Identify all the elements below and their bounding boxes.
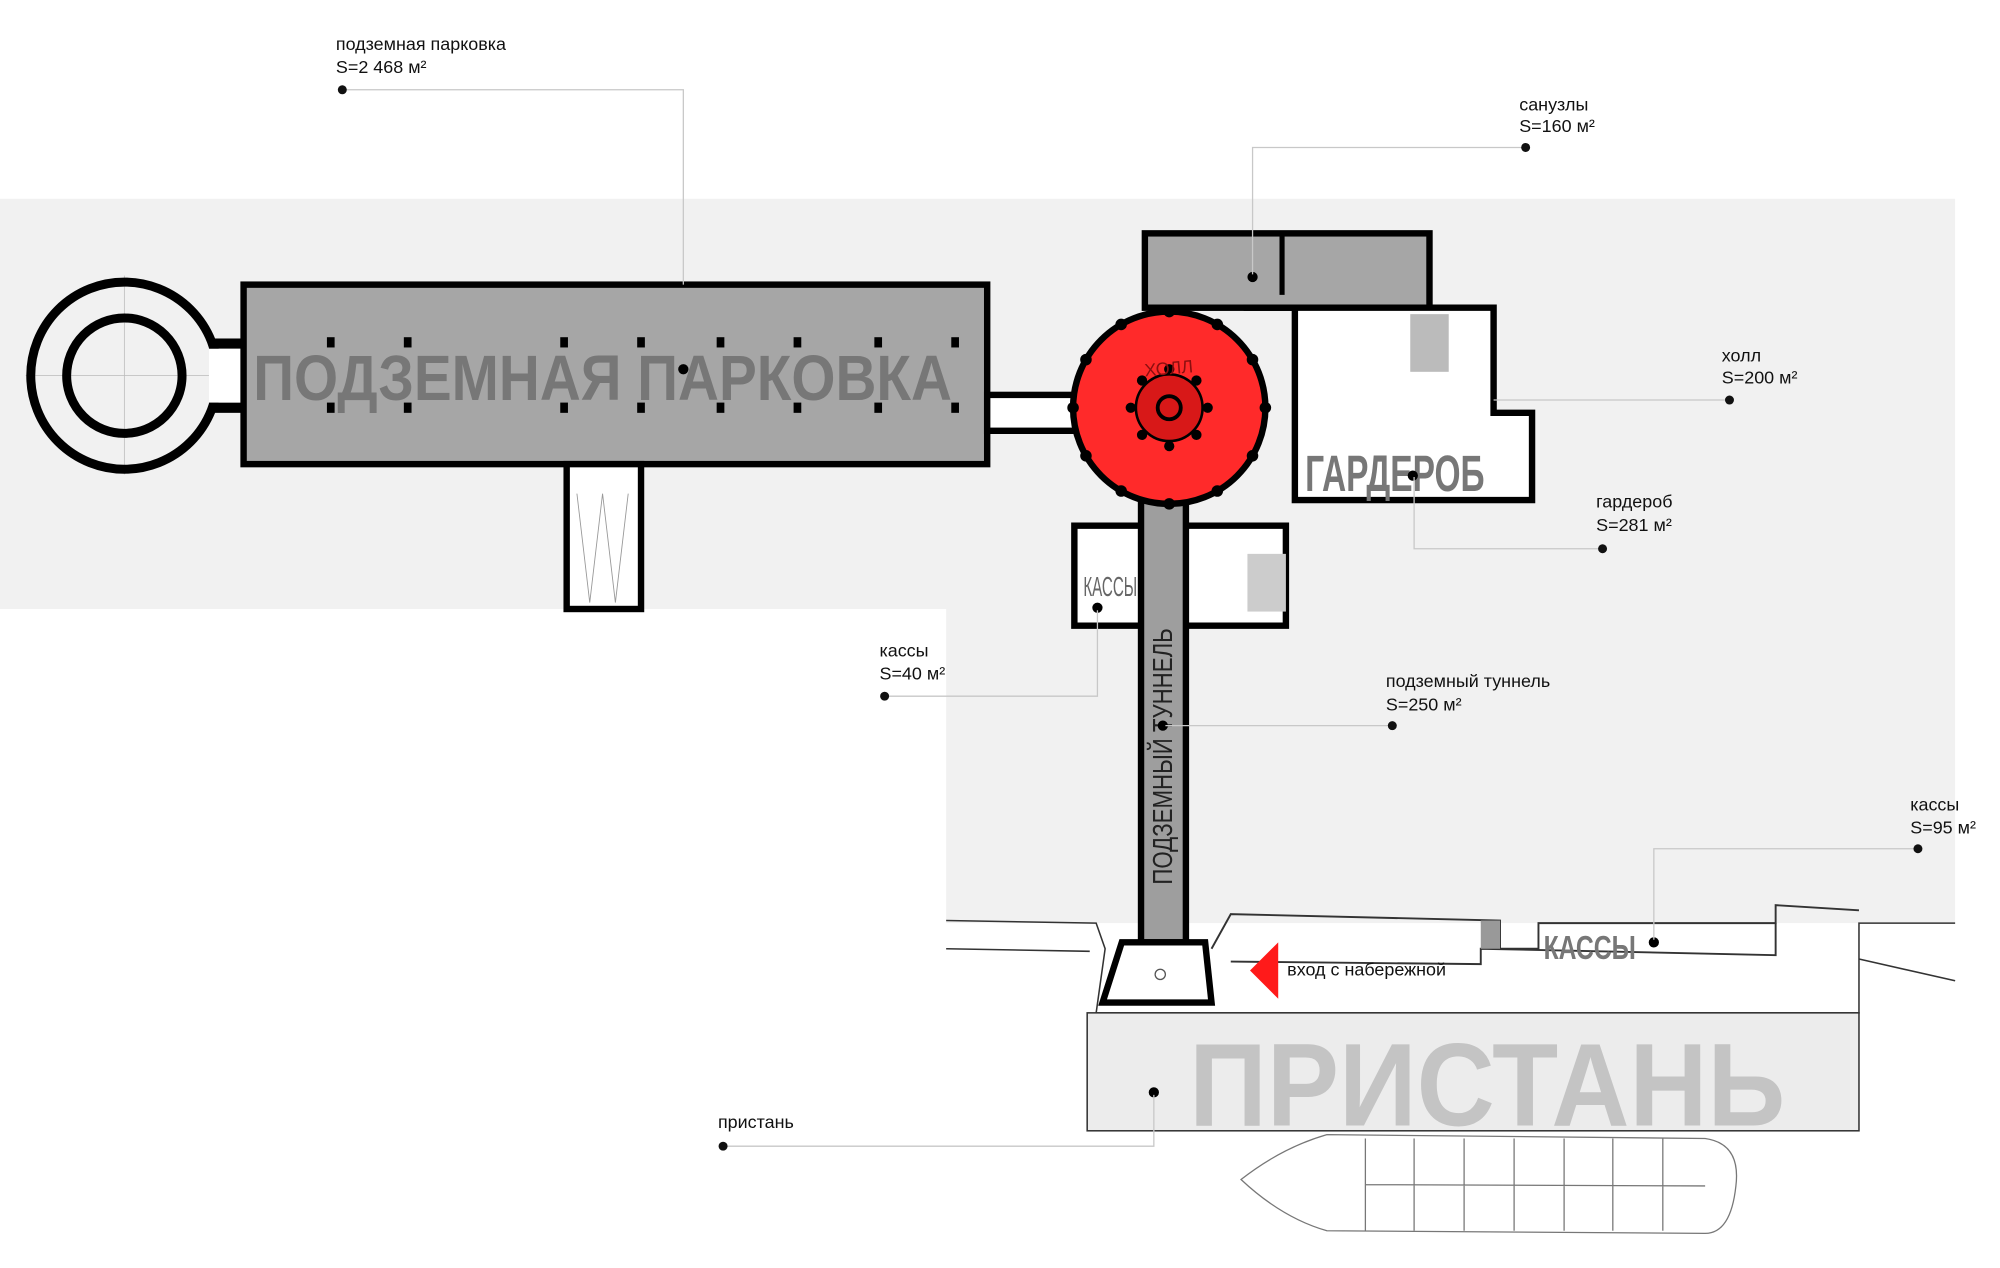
corridor <box>983 391 1081 434</box>
parking-column <box>951 402 959 413</box>
hall-wall-column <box>1211 318 1224 331</box>
background-band-lower <box>946 609 1956 924</box>
callout-wardrobe: гардероб S=281 м² <box>1413 476 1673 554</box>
callout-tunnel: подземный туннель S=250 м² <box>1165 671 1550 731</box>
callout-area: S=200 м² <box>1722 367 1798 387</box>
callout-name: кассы <box>879 640 928 660</box>
hall-column <box>1136 375 1148 386</box>
parking-column <box>793 402 802 413</box>
callout-name: гардероб <box>1596 492 1672 512</box>
hall-wall-column <box>1080 450 1092 462</box>
pier-map-label: ПРИСТАНЬ <box>1189 1019 1785 1151</box>
callout-area: S=2 468 м² <box>336 57 427 77</box>
parking-column <box>403 337 412 348</box>
hall-wall-column <box>1115 318 1127 331</box>
callout-parking: подземная парковка S=2 468 м² <box>336 34 684 285</box>
hall-rotunda: ХОЛЛ <box>1067 305 1272 510</box>
parking-column <box>637 402 645 413</box>
hall-column <box>1164 441 1175 452</box>
embankment: КАССЫ <box>946 904 1956 1014</box>
callout-name: подземный туннель <box>1386 671 1550 691</box>
parking-column <box>326 337 335 348</box>
hall-wall-column <box>1163 305 1175 318</box>
parking-column <box>560 337 568 348</box>
callout-area: S=160 м² <box>1519 116 1595 136</box>
entrance-label: вход с набережной <box>1287 960 1446 980</box>
wardrobe-block: ГАРДЕРОБ <box>1243 304 1536 504</box>
hall-column <box>1191 429 1202 441</box>
tunnel: ПОДЗЕМНЫЙ ТУННЕЛЬ <box>1137 490 1190 946</box>
entrance-marker: вход с набережной <box>1250 942 1446 999</box>
callout-name: холл <box>1722 346 1761 366</box>
hall-wall-column <box>1246 450 1259 462</box>
callout-area: S=40 м² <box>879 664 945 684</box>
callout-toilets: санузлы S=160 м² <box>1251 94 1595 275</box>
parking-column <box>403 402 412 413</box>
hall-wall-column <box>1163 498 1175 510</box>
hall-wall-column <box>1067 401 1079 414</box>
hall-wall-column <box>1115 485 1127 497</box>
tunnel-map-label: ПОДЗЕМНЫЙ ТУННЕЛЬ <box>1146 628 1178 884</box>
parking-area: ПОДЗЕМНАЯ ПАРКОВКА <box>240 281 991 468</box>
hall-wall-column <box>1211 485 1224 497</box>
callout-area: S=281 м² <box>1596 515 1672 535</box>
parking-column <box>716 337 725 348</box>
callout-pier: пристань <box>718 1094 1155 1151</box>
callout-name: кассы <box>1910 794 1959 814</box>
parking-column <box>326 402 335 413</box>
parking-column <box>874 402 883 413</box>
red-triangle-arrow-icon <box>1250 942 1279 999</box>
callout-tickets-small: кассы S=40 м² <box>879 610 1099 701</box>
callout-tickets-pier: кассы S=95 м² <box>1653 794 1976 940</box>
hall-column <box>1136 429 1148 441</box>
hall-column <box>1164 364 1175 375</box>
hall-column <box>1191 375 1202 386</box>
tickets-pier-map-label: КАССЫ <box>1544 930 1636 967</box>
hall-wall-column <box>1080 353 1092 366</box>
parking-stairs <box>563 460 645 613</box>
hall-wall-column <box>1246 353 1259 366</box>
wardrobe-map-label: ГАРДЕРОБ <box>1305 445 1484 502</box>
parking-column <box>793 337 802 348</box>
hall-column <box>1202 402 1213 413</box>
tickets-small-map-label: КАССЫ <box>1083 570 1137 602</box>
parking-map-label: ПОДЗЕМНАЯ ПАРКОВКА <box>253 342 952 414</box>
hall-wall-column <box>1259 401 1272 414</box>
callout-area: S=95 м² <box>1910 817 1976 837</box>
boat <box>1240 1133 1738 1235</box>
hall-column <box>1125 402 1136 413</box>
parking-column <box>874 337 883 348</box>
callout-name: подземная парковка <box>336 34 506 54</box>
callout-area: S=250 м² <box>1386 694 1462 714</box>
parking-column <box>560 402 568 413</box>
parking-column <box>716 402 725 413</box>
callout-name: пристань <box>718 1112 794 1132</box>
callout-name: санузлы <box>1519 94 1588 114</box>
callout-hall: холл S=200 м² <box>1493 346 1798 405</box>
hall-map-label: ХОЛЛ <box>1144 356 1194 380</box>
parking-column <box>637 337 645 348</box>
parking-column <box>951 337 959 348</box>
toilets-block <box>1141 230 1433 311</box>
pier: ПРИСТАНЬ <box>1086 1012 1860 1151</box>
